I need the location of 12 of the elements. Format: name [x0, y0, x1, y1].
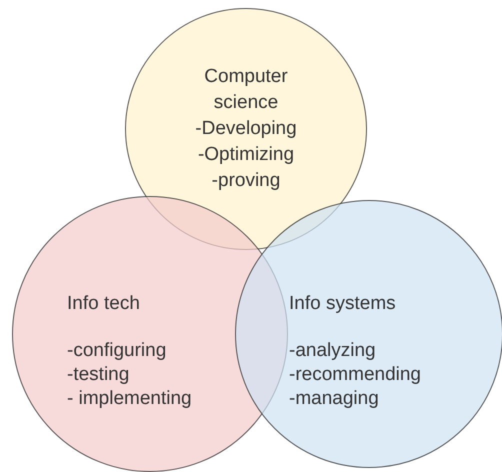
circle-heading: Info systems — [289, 292, 396, 316]
list-item: -configuring — [67, 339, 166, 363]
circle-heading: Info tech — [67, 292, 140, 316]
list-item: -Developing — [195, 117, 297, 141]
circle-heading: Computer science — [203, 65, 289, 115]
list-item: -testing — [67, 363, 130, 387]
list-item: -analyzing — [289, 339, 376, 363]
list-item: -managing — [289, 387, 379, 411]
list-item: -proving — [212, 169, 280, 193]
list-item: -recommending — [289, 363, 421, 387]
list-item: -Optimizing — [198, 143, 294, 167]
list-item: - implementing — [67, 387, 192, 411]
